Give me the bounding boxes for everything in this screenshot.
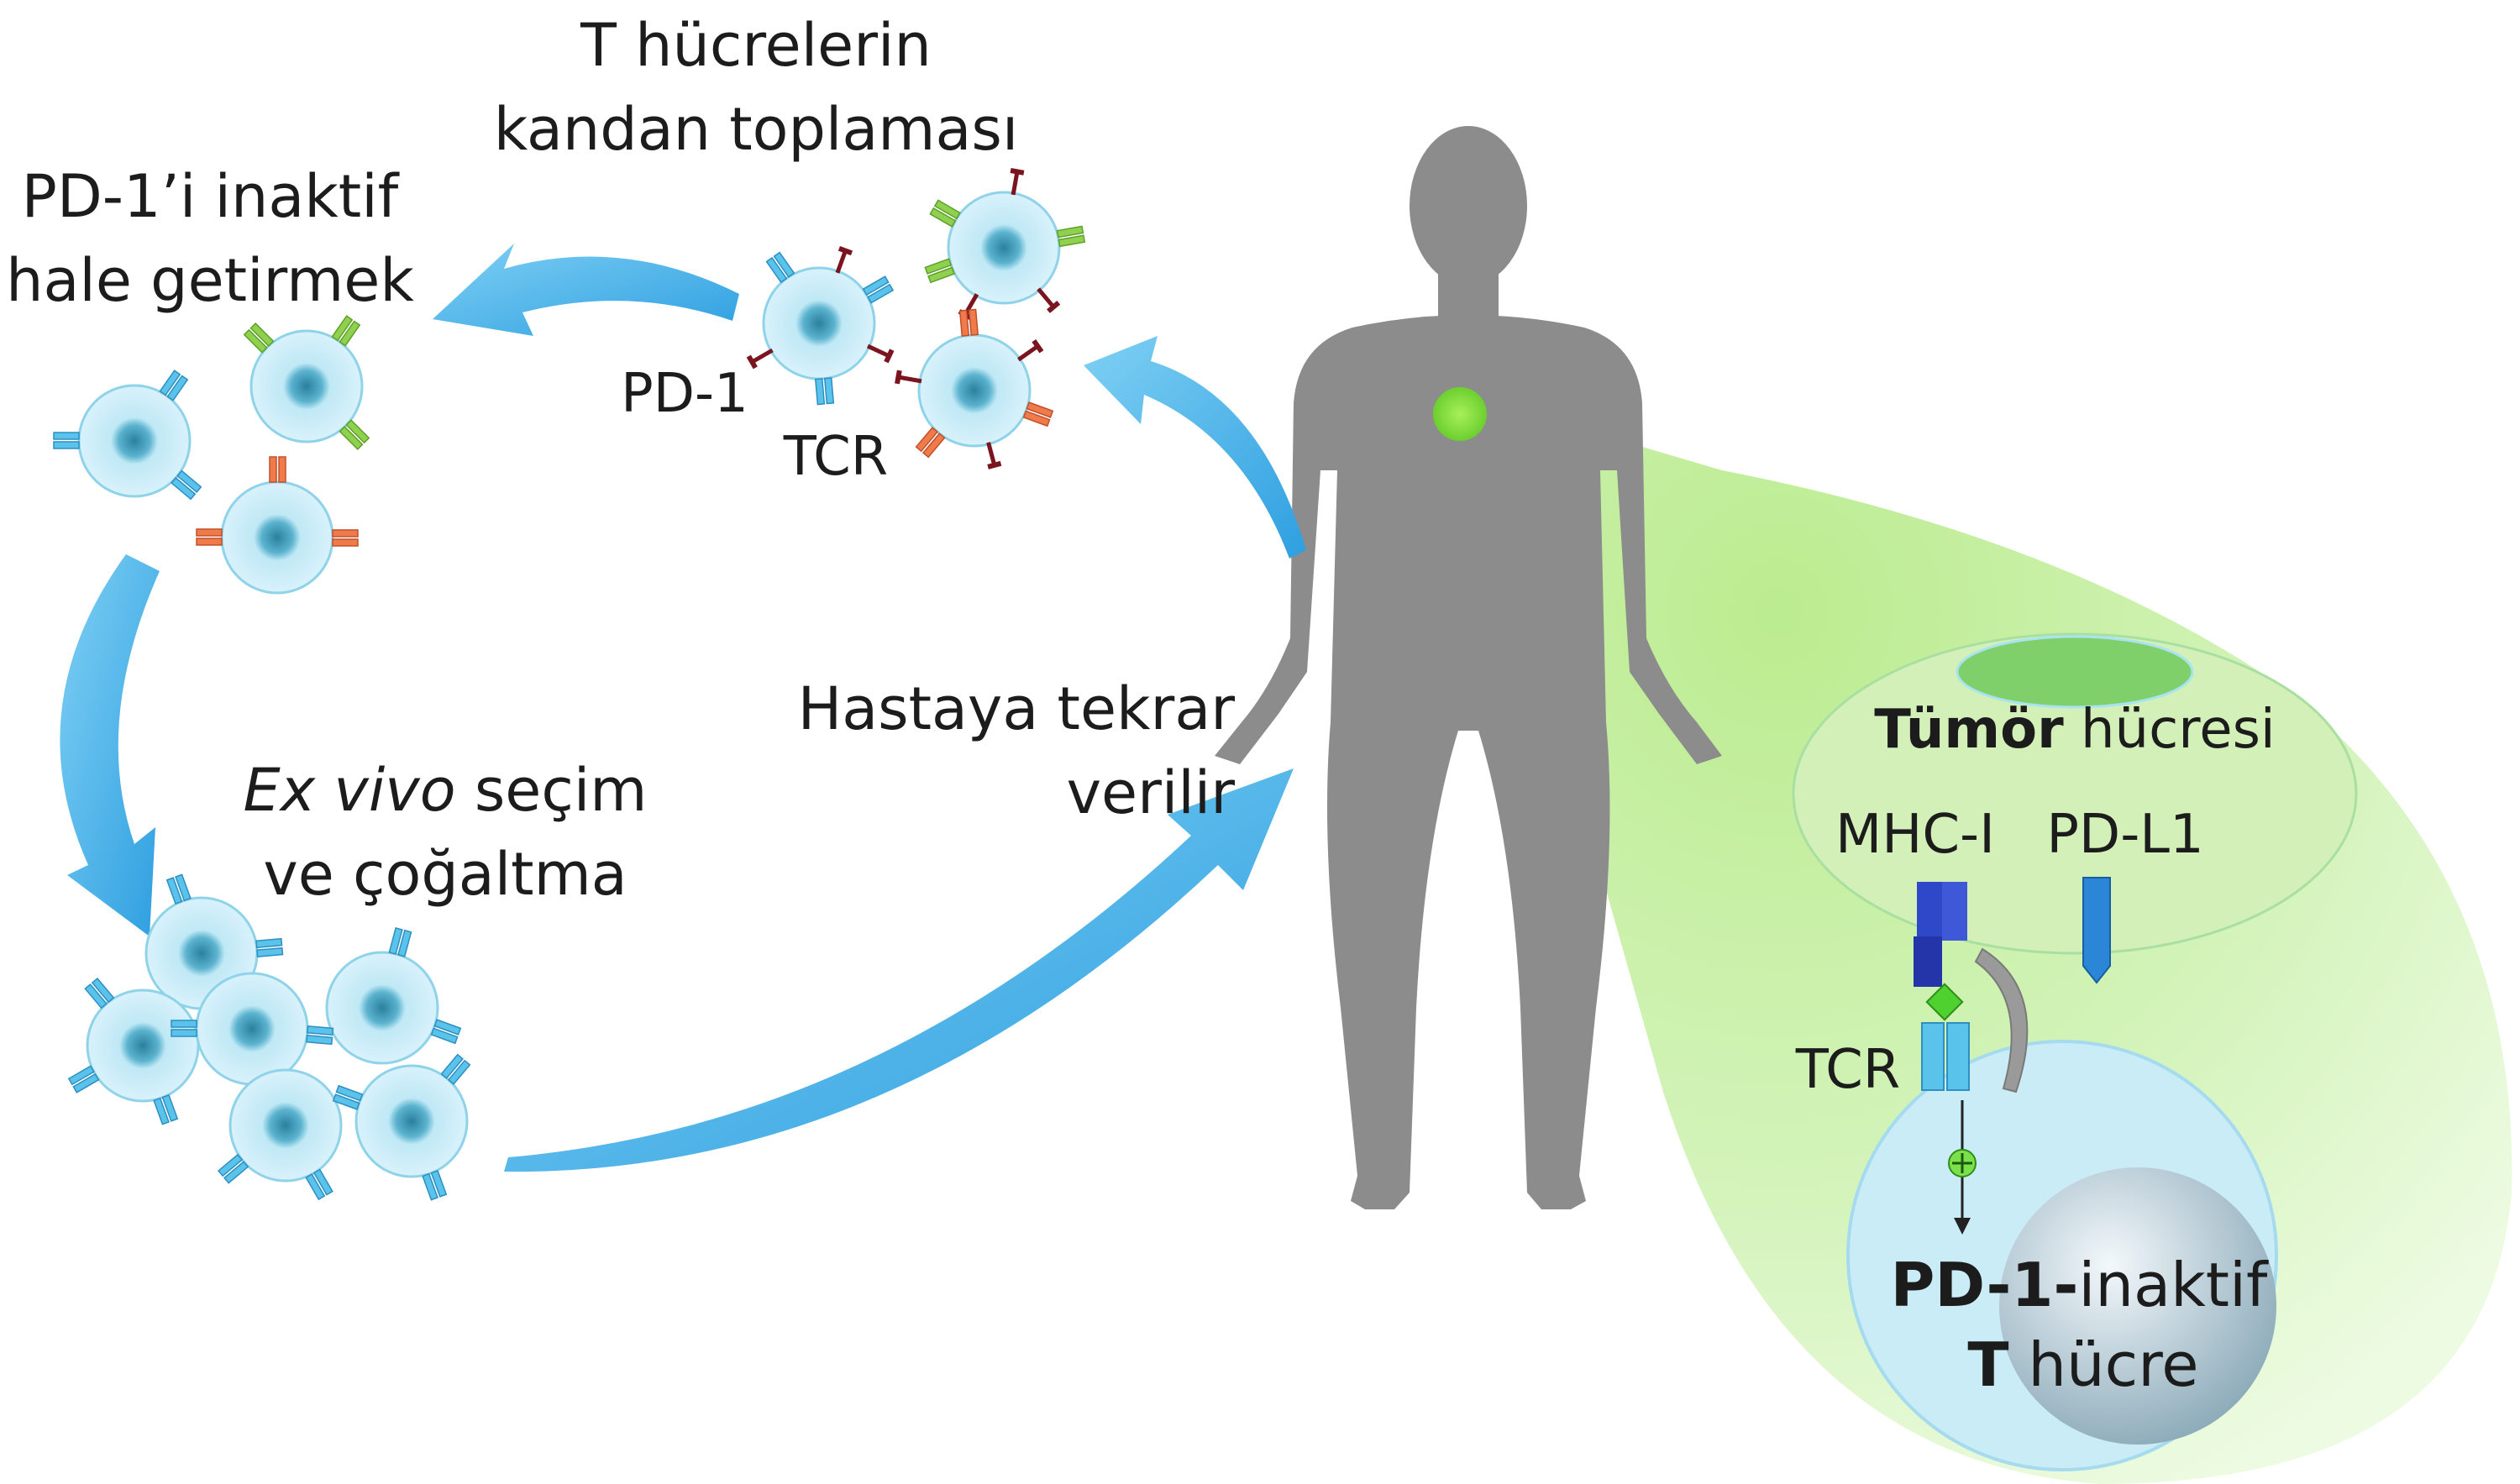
cycle-arrows [60,244,1306,1172]
label-pdl1: PD-L1 [2046,804,2203,866]
arrow-to-inactivation [433,244,739,336]
collected-cells-group [748,170,1086,467]
tumor-spot [1433,387,1487,441]
label-tcell-1: PD-1-inaktif [1891,1250,2269,1320]
t-cell [1846,1040,2278,1471]
antigen [1925,983,1964,1021]
label-tcr-top: TCR [783,426,889,488]
mhc-i-molecule [1914,882,1967,987]
label-tumor-cell: Tümör hücresi [1874,699,2275,761]
tumor-nucleus [1956,635,2194,709]
pd-l1-molecule [2082,877,2111,984]
label-reinfuse-2: verilir [1067,758,1236,827]
tumor-cell [1792,632,2358,955]
co-receptor [1974,947,2029,1093]
label-pd1: PD-1 [621,363,748,425]
t-cell-nucleus [1999,1167,2276,1445]
arrow-to-patient [504,768,1294,1172]
label-reinfuse-1: Hastaya tekrar [798,674,1236,743]
arrow-to-selection [60,554,160,936]
signal-arrow [1948,1100,1977,1235]
label-tcr-zoom: TCR [1795,1039,1901,1101]
label-collect-1: T hücrelerin [580,11,932,80]
label-tcell-2: T hücre [1967,1329,2198,1400]
label-inactivate-2: hale getirmek [6,246,414,315]
arrow-to-collection [1084,336,1306,558]
label-exvivo-1: Ex vivo seçim [244,756,648,825]
label-exvivo-2: ve çoğaltma [263,840,627,909]
expanded-cells-group [68,873,471,1201]
label-mhc: MHC-I [1835,804,1995,866]
tcr-molecule [1921,1022,1970,1091]
patient-silhouette [1215,126,1722,1209]
inactivated-cells-group [53,315,370,595]
labels: T hücrelerin kandan toplaması PD-1’i ina… [6,11,2276,1400]
label-inactivate-1: PD-1’i inaktif [22,162,400,231]
label-collect-2: kandan toplaması [494,95,1019,164]
